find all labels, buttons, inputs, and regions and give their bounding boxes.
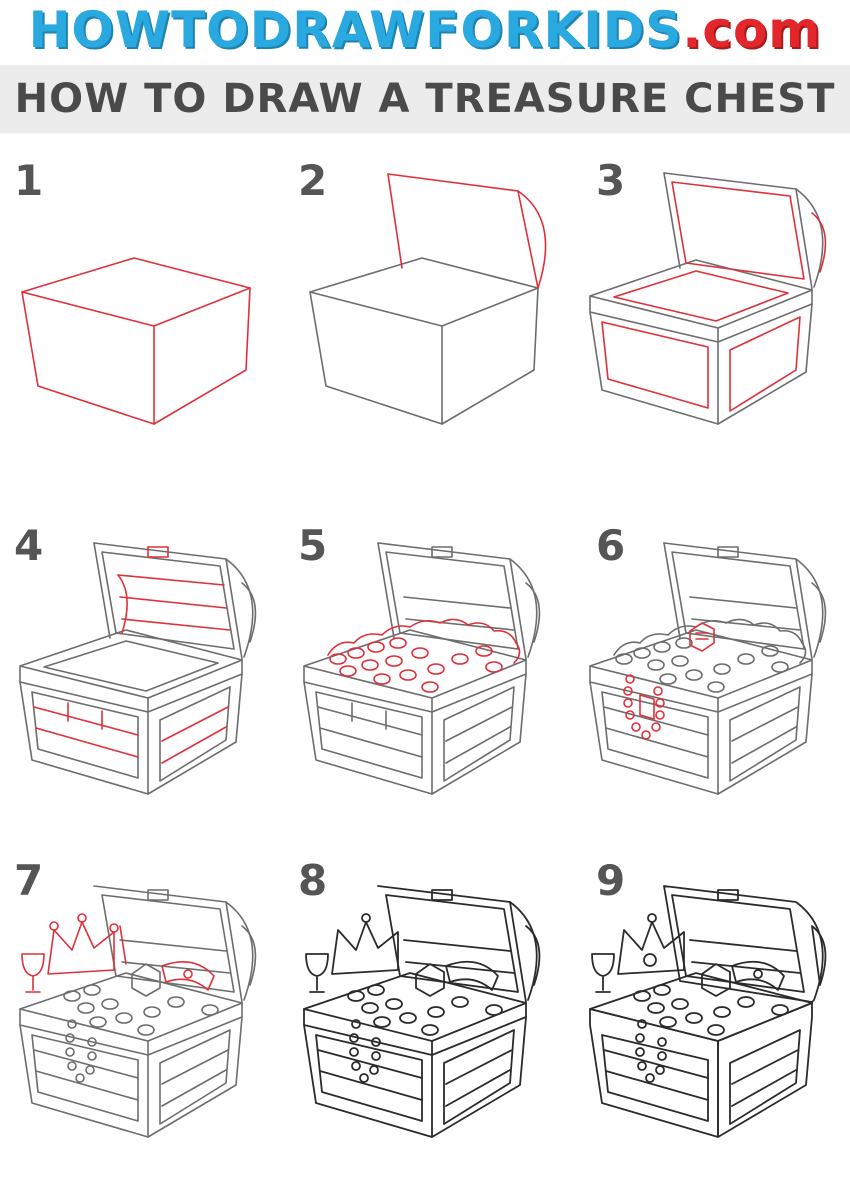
step-number-1: 1 [14,156,44,205]
step-1-drawing [14,250,254,430]
step-number-9: 9 [596,856,626,905]
step-number-5: 5 [298,521,328,570]
page-title: HOW TO DRAW A TREASURE CHEST [14,76,836,122]
step-number-8: 8 [298,856,328,905]
site-banner: HOWTODRAWFORKIDS.com [0,0,850,60]
step-number-3: 3 [596,156,626,205]
step-6-drawing [584,535,850,805]
step-7-drawing [14,878,284,1168]
site-name: HOWTODRAWFORKIDS [28,1,683,59]
step-9-drawing [584,878,850,1168]
step-8-drawing [298,878,568,1168]
step-4-drawing [14,535,284,805]
site-tld: .com [682,1,822,59]
step-number-2: 2 [298,156,328,205]
step-3-drawing [584,165,844,430]
title-bar: HOW TO DRAW A TREASURE CHEST [0,65,850,133]
step-number-6: 6 [596,521,626,570]
step-number-7: 7 [14,856,44,905]
step-2-drawing [298,165,568,430]
step-number-4: 4 [14,521,44,570]
step-5-drawing [298,535,568,805]
